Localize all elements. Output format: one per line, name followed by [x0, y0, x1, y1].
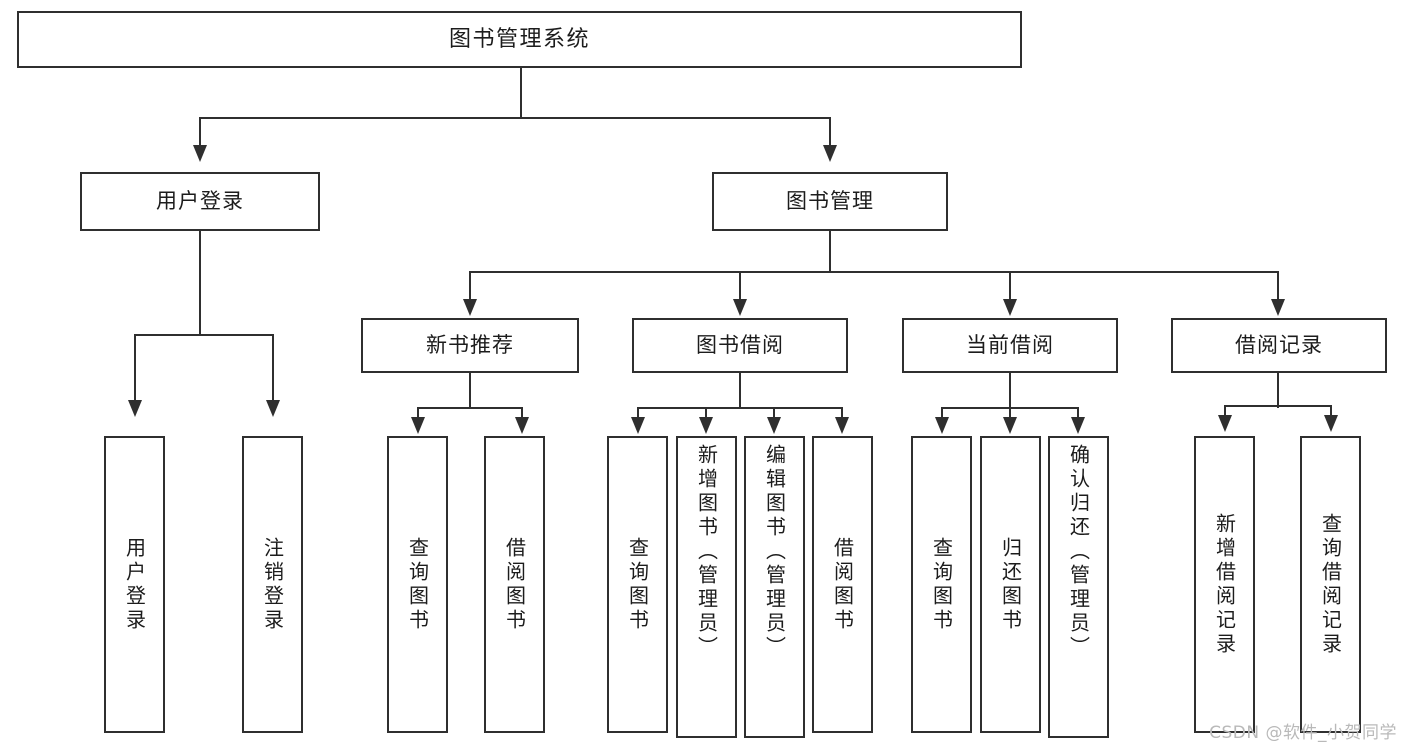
arrow-to-leaf-user-login	[128, 400, 142, 417]
node-current-borrow[interactable]: 当前借阅	[902, 318, 1118, 373]
edge-new-book-bus	[417, 407, 523, 409]
edge-borrow-record-stem	[1277, 373, 1279, 408]
leaf-query-book-borrow[interactable]: 查询图书	[607, 436, 668, 733]
leaf-query-book-borrow-label: 查询图书	[625, 536, 650, 633]
edge-level2-drop-user-login	[199, 117, 201, 147]
node-book-borrow[interactable]: 图书借阅	[632, 318, 848, 373]
edge-borrow-record-drop-1	[1224, 405, 1226, 419]
edge-new-book-stem	[469, 373, 471, 408]
arrow-to-leaf-confirm-return	[1071, 417, 1085, 434]
edge-level2-bus	[199, 117, 831, 119]
arrow-to-leaf-query-record	[1324, 415, 1338, 432]
arrow-to-leaf-borrow-book-recommend	[515, 417, 529, 434]
edge-book-borrow-drop-2	[705, 407, 707, 421]
edge-level2-drop-book-management	[829, 117, 831, 147]
edge-level3-drop-new-book	[469, 271, 471, 301]
node-book-management-label: 图书管理	[786, 189, 874, 214]
leaf-return-book-label: 归还图书	[998, 536, 1023, 633]
node-current-borrow-label: 当前借阅	[966, 333, 1054, 358]
leaf-add-borrow-record-label: 新增借阅记录	[1212, 512, 1237, 657]
leaf-add-borrow-record[interactable]: 新增借阅记录	[1194, 436, 1255, 733]
leaf-return-book[interactable]: 归还图书	[980, 436, 1041, 733]
arrow-to-current-borrow	[1003, 299, 1017, 316]
arrow-to-leaf-add-book	[699, 417, 713, 434]
edge-book-borrow-bus	[637, 407, 843, 409]
arrow-to-leaf-query-book-current	[935, 417, 949, 434]
edge-level3-drop-borrow	[739, 271, 741, 301]
leaf-query-borrow-record[interactable]: 查询借阅记录	[1300, 436, 1361, 733]
leaf-query-book-current-label: 查询图书	[929, 536, 954, 633]
edge-level3-bus	[469, 271, 1278, 273]
edge-book-borrow-stem	[739, 373, 741, 408]
edge-current-borrow-drop-3	[1077, 407, 1079, 421]
node-root-book-management-system[interactable]: 图书管理系统	[17, 11, 1022, 68]
edge-user-login-bus	[134, 334, 274, 336]
leaf-borrow-book[interactable]: 借阅图书	[812, 436, 873, 733]
node-borrow-record-label: 借阅记录	[1235, 333, 1323, 358]
leaf-borrow-book-recommend-label: 借阅图书	[502, 536, 527, 633]
leaf-query-book-recommend-label: 查询图书	[405, 536, 430, 633]
leaf-query-book-current[interactable]: 查询图书	[911, 436, 972, 733]
edge-current-borrow-stem	[1009, 373, 1011, 408]
node-borrow-record[interactable]: 借阅记录	[1171, 318, 1387, 373]
leaf-add-book-label: 新增图书（管理员）	[694, 444, 719, 660]
arrow-to-user-login	[193, 145, 207, 162]
leaf-edit-book-label: 编辑图书（管理员）	[762, 444, 787, 660]
edge-book-management-stem	[829, 231, 831, 272]
node-user-login-label: 用户登录	[156, 189, 244, 214]
arrow-to-leaf-logout	[266, 400, 280, 417]
edge-new-book-drop-1	[417, 407, 419, 421]
edge-level3-drop-record	[1277, 271, 1279, 301]
edge-root-stem	[520, 68, 522, 118]
edge-current-borrow-drop-1	[941, 407, 943, 421]
edge-book-borrow-drop-3	[773, 407, 775, 421]
arrow-to-leaf-query-book-recommend	[411, 417, 425, 434]
arrow-to-book-management	[823, 145, 837, 162]
node-new-book-recommend-label: 新书推荐	[426, 333, 514, 358]
leaf-query-borrow-record-label: 查询借阅记录	[1318, 512, 1343, 657]
edge-level3-drop-current	[1009, 271, 1011, 301]
leaf-logout-label: 注销登录	[260, 536, 285, 633]
arrow-to-leaf-query-book-borrow	[631, 417, 645, 434]
node-root-label: 图书管理系统	[448, 26, 590, 52]
edge-current-borrow-drop-2	[1009, 407, 1011, 421]
leaf-user-login[interactable]: 用户登录	[104, 436, 165, 733]
leaf-user-login-label: 用户登录	[122, 536, 147, 633]
arrow-to-book-borrow	[733, 299, 747, 316]
edge-borrow-record-drop-2	[1330, 405, 1332, 419]
edge-book-borrow-drop-1	[637, 407, 639, 421]
arrow-to-new-book-recommend	[463, 299, 477, 316]
edge-book-borrow-drop-4	[841, 407, 843, 421]
node-book-borrow-label: 图书借阅	[696, 333, 784, 358]
node-book-management[interactable]: 图书管理	[712, 172, 948, 231]
leaf-confirm-return-label: 确认归还（管理员）	[1066, 444, 1091, 660]
arrow-to-borrow-record	[1271, 299, 1285, 316]
edge-borrow-record-bus	[1224, 405, 1332, 407]
leaf-edit-book[interactable]: 编辑图书（管理员）	[744, 436, 805, 738]
edge-user-login-stem	[199, 231, 201, 335]
edge-new-book-drop-2	[521, 407, 523, 421]
leaf-add-book[interactable]: 新增图书（管理员）	[676, 436, 737, 738]
arrow-to-leaf-edit-book	[767, 417, 781, 434]
leaf-query-book-recommend[interactable]: 查询图书	[387, 436, 448, 733]
leaf-borrow-book-label: 借阅图书	[830, 536, 855, 633]
edge-user-login-drop-1	[134, 334, 136, 402]
leaf-borrow-book-recommend[interactable]: 借阅图书	[484, 436, 545, 733]
csdn-watermark: CSDN @软件_小贺同学	[1209, 723, 1397, 743]
node-user-login[interactable]: 用户登录	[80, 172, 320, 231]
arrow-to-leaf-return-book	[1003, 417, 1017, 434]
arrow-to-leaf-borrow-book	[835, 417, 849, 434]
leaf-logout[interactable]: 注销登录	[242, 436, 303, 733]
edge-user-login-drop-2	[272, 334, 274, 402]
leaf-confirm-return[interactable]: 确认归还（管理员）	[1048, 436, 1109, 738]
arrow-to-leaf-add-record	[1218, 415, 1232, 432]
node-new-book-recommend[interactable]: 新书推荐	[361, 318, 579, 373]
